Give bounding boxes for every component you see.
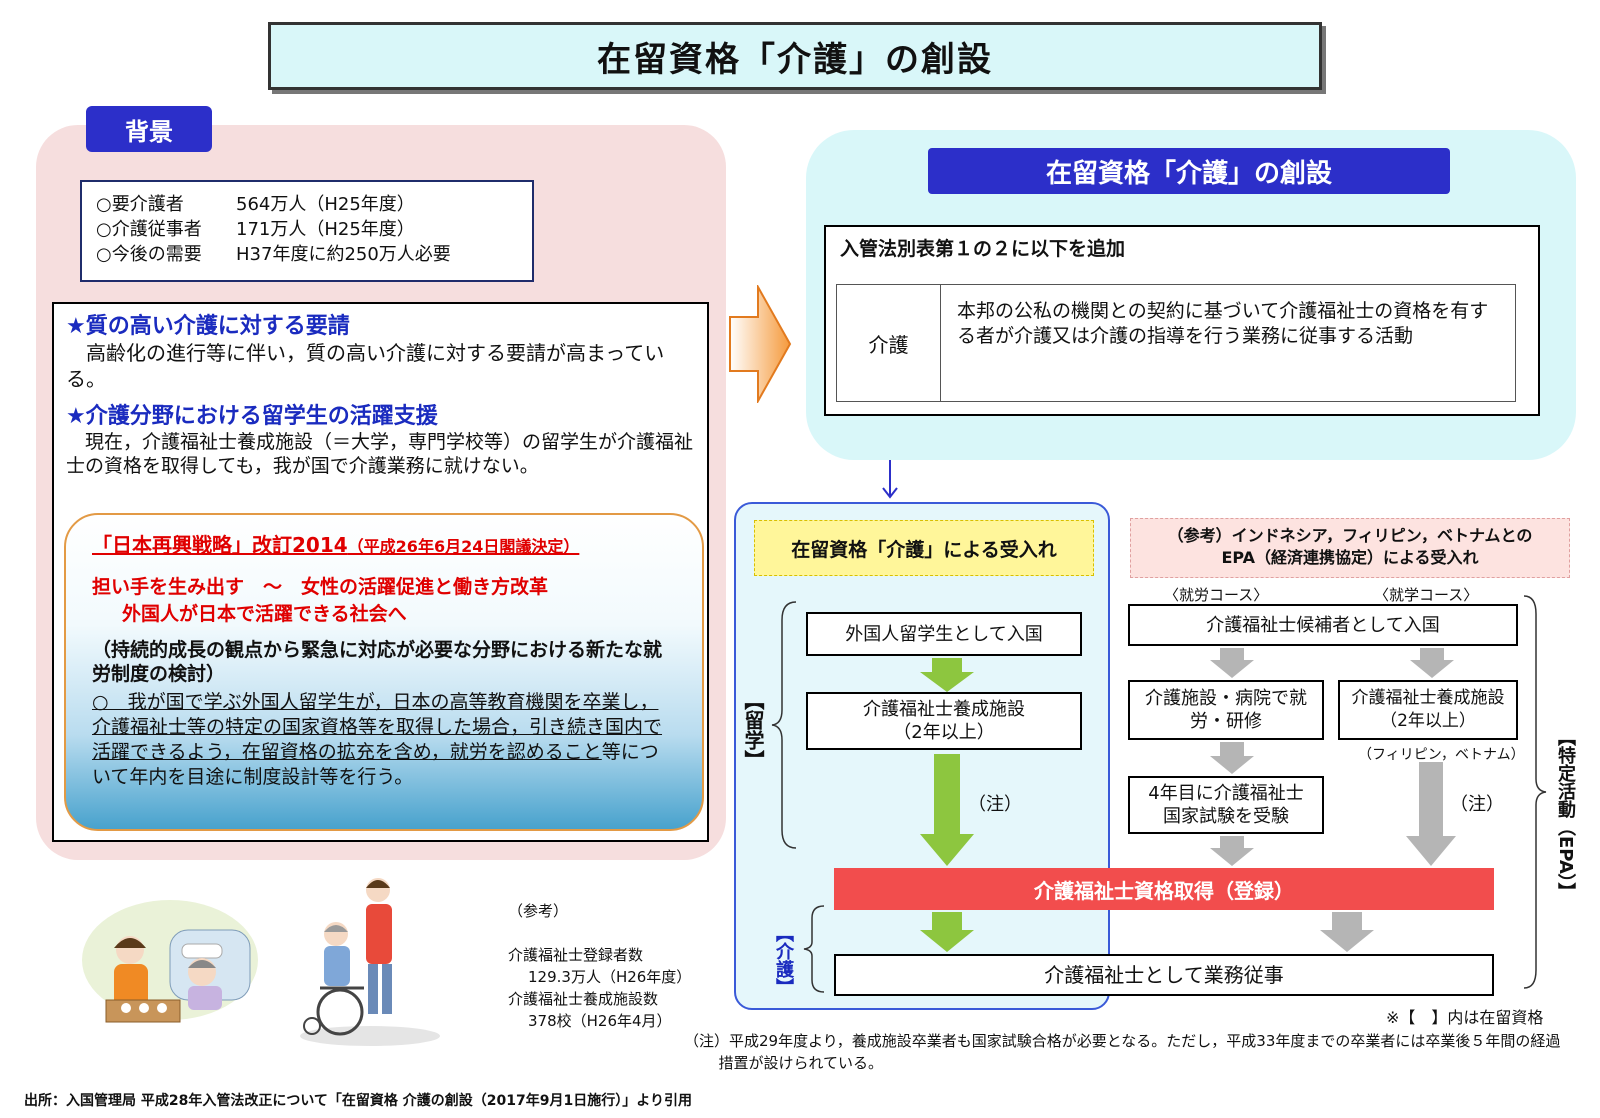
strategy-line1: 担い手を生み出す ～ 女性の活躍促進と働き方改革	[92, 576, 549, 598]
brace-ryugaku-icon	[771, 601, 797, 849]
epa-work: 介護施設・病院で就 労・研修	[1128, 680, 1324, 740]
work-box: 介護福祉士として業務従事	[834, 954, 1494, 996]
law-text: 本邦の公私の機関との契約に基づいて介護福祉士の資格を有する者が介護又は介護の指導…	[957, 300, 1489, 347]
stat-value: H37年度に約250万人必要	[236, 244, 451, 265]
green-arrow-icon	[920, 658, 974, 692]
flow-kaigo-title: 在留資格「介護」による受入れ	[754, 520, 1094, 576]
gray-arrow-icon	[1410, 648, 1454, 678]
legend-note: ※【 】内は在留資格	[1386, 1008, 1544, 1027]
law-table: 介護 本邦の公私の機関との契約に基づいて介護福祉士の資格を有する者が介護又は介護…	[836, 284, 1516, 402]
strategy-body-underlined: ○ 我が国で学ぶ外国人留学生が，日本の高等教育機関を卒業し，介護福祉士等の特定の…	[92, 691, 663, 763]
creation-tab: 在留資格「介護」の創設	[928, 148, 1450, 194]
reference-title: （参考）	[508, 902, 569, 920]
text-students: 現在，介護福祉士養成施設（＝大学，専門学校等）の留学生が介護福祉士の資格を取得し…	[66, 431, 694, 477]
strategy-title-note: （平成26年6月24日閣議決定）	[347, 537, 580, 556]
stat-row: ○要介護者 564万人（H25年度）	[96, 192, 518, 217]
stat-value: 171万人（H25年度）	[236, 219, 415, 240]
epa-school: 介護福祉士養成施設 （2年以上）	[1338, 680, 1518, 740]
green-arrow-icon	[920, 754, 974, 866]
epa-title: （参考）インドネシア，フィリピン，ベトナムとの EPA（経済連携協定）による受入…	[1130, 518, 1570, 578]
stat-label: ○介護従事者	[96, 219, 202, 240]
heading-quality: ★質の高い介護に対する要請	[66, 314, 350, 339]
stat-row: ○介護従事者 171万人（H25年度）	[96, 217, 518, 242]
footnote: （注）平成29年度より，養成施設卒業者も国家試験合格が必要となる。ただし，平成3…	[684, 1032, 1561, 1072]
brace-epa-icon	[1523, 595, 1547, 989]
gray-arrow-icon	[1210, 742, 1254, 774]
caregiver-wheelchair-illustration	[300, 878, 440, 1046]
reference-line4: 378校（H26年4月）	[528, 1012, 672, 1030]
source-citation: 出所：入国管理局 平成28年入管法改正について「在留資格 介護の創設（2017年…	[24, 1093, 692, 1109]
down-arrow-icon	[882, 460, 898, 499]
law-header: 入管法別表第１の２に以下を追加	[840, 238, 1126, 260]
qualification-bar: 介護福祉士資格取得（登録）	[834, 868, 1494, 910]
stat-row: ○今後の需要 H37年度に約250万人必要	[96, 242, 518, 267]
label-ryugaku: 【留学】	[741, 690, 765, 770]
gray-arrow-icon	[1320, 912, 1374, 952]
reference-line1: 介護福祉士登録者数	[508, 946, 644, 964]
step-school: 介護福祉士養成施設 （2年以上）	[806, 692, 1082, 750]
label-epa: 【特定活動（EPA）】	[1555, 728, 1576, 901]
reference-line3: 介護福祉士養成施設数	[508, 990, 659, 1008]
strategy-box: 「日本再興戦略」改訂2014（平成26年6月24日閣議決定） 担い手を生み出す …	[64, 513, 704, 831]
gray-arrow-icon	[1406, 762, 1456, 866]
strategy-line2: 外国人が日本で活躍できる社会へ	[122, 603, 407, 625]
strategy-title-main: 「日本再興戦略」改訂2014	[92, 533, 348, 557]
epa-school-note: （フィリピン，ベトナム）	[1358, 747, 1525, 763]
label-kaigo: 【介護】	[773, 924, 794, 996]
course-study: 〈就学コース〉	[1374, 586, 1479, 604]
stat-value: 564万人（H25年度）	[236, 194, 415, 215]
strategy-body-rest: 等について年内を目途に制度設計等を行う。	[92, 741, 659, 788]
caregiver-feeding-illustration	[82, 900, 258, 1023]
step-entry: 外国人留学生として入国	[806, 612, 1082, 656]
green-arrow-icon	[920, 912, 974, 952]
strategy-body: ○ 我が国で学ぶ外国人留学生が，日本の高等教育機関を卒業し，介護福祉士等の特定の…	[92, 690, 676, 790]
epa-exam: 4年目に介護福祉士 国家試験を受験	[1128, 776, 1324, 834]
heading-students: ★介護分野における留学生の活躍支援	[66, 404, 438, 429]
stat-label: ○今後の需要	[96, 244, 202, 265]
strategy-paren: （持続的成長の観点から緊急に対応が必要な分野における新たな就労制度の検討）	[92, 639, 663, 685]
gray-arrow-icon	[1210, 836, 1254, 866]
stat-label: ○要介護者	[96, 194, 184, 215]
page-title: 在留資格「介護」の創設	[268, 22, 1322, 90]
reference-line2: 129.3万人（H26年度）	[528, 968, 692, 986]
strategy-title: 「日本再興戦略」改訂2014（平成26年6月24日閣議決定）	[92, 529, 676, 558]
text-quality: 高齢化の進行等に伴い，質の高い介護に対する要請が高まっている。	[66, 341, 665, 391]
flow-kaigo-panel	[734, 502, 1110, 1010]
law-label: 介護	[837, 285, 941, 401]
brace-kaigo-icon	[803, 905, 825, 993]
note-mark-right: （注）	[1450, 794, 1504, 815]
course-work: 〈就労コース〉	[1164, 586, 1269, 604]
epa-entry: 介護福祉士候補者として入国	[1128, 604, 1518, 646]
gray-arrow-icon	[1210, 648, 1254, 678]
epa-title-text: （参考）インドネシア，フィリピン，ベトナムとの EPA（経済連携協定）による受入…	[1167, 526, 1533, 567]
note-mark-left: （注）	[968, 794, 1022, 815]
background-tab: 背景	[86, 106, 212, 152]
right-arrow-icon	[729, 285, 792, 403]
stats-box: ○要介護者 564万人（H25年度） ○介護従事者 171万人（H25年度） ○今後…	[80, 180, 534, 282]
